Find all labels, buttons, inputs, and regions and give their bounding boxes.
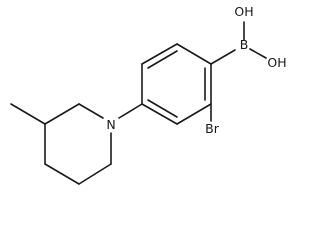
bond-c6-c1 xyxy=(176,43,212,65)
boron-label: B xyxy=(240,37,249,52)
molecule-diagram: OH B OH Br N xyxy=(10,4,287,185)
bromine-label: Br xyxy=(205,121,220,136)
oh-right-label: OH xyxy=(267,55,286,70)
benzene-ring xyxy=(141,43,212,125)
piperidine-ring xyxy=(44,103,143,185)
bond-c3-c4 xyxy=(141,103,178,125)
bond-c4-n xyxy=(118,103,143,119)
nitrogen-label: N xyxy=(106,117,115,132)
bond-c4p-c5p xyxy=(44,163,80,185)
double-bond-c5-c6 xyxy=(147,50,178,69)
bond-methyl xyxy=(10,103,46,125)
oh-top-label: OH xyxy=(234,4,253,19)
bond-c5p-c6p xyxy=(78,163,112,185)
bond-c2-c3 xyxy=(176,103,212,125)
bond-b-oh-right xyxy=(249,48,267,59)
double-bond-c3-c4 xyxy=(147,99,178,118)
bond-c1-b xyxy=(210,49,236,65)
bond-c2p-c3p xyxy=(44,103,80,125)
structure-canvas: OH B OH Br N xyxy=(10,4,287,185)
bond-c5-c6 xyxy=(141,43,178,65)
bond-n-c2p xyxy=(78,103,104,119)
boronic-acid-group xyxy=(210,21,267,65)
